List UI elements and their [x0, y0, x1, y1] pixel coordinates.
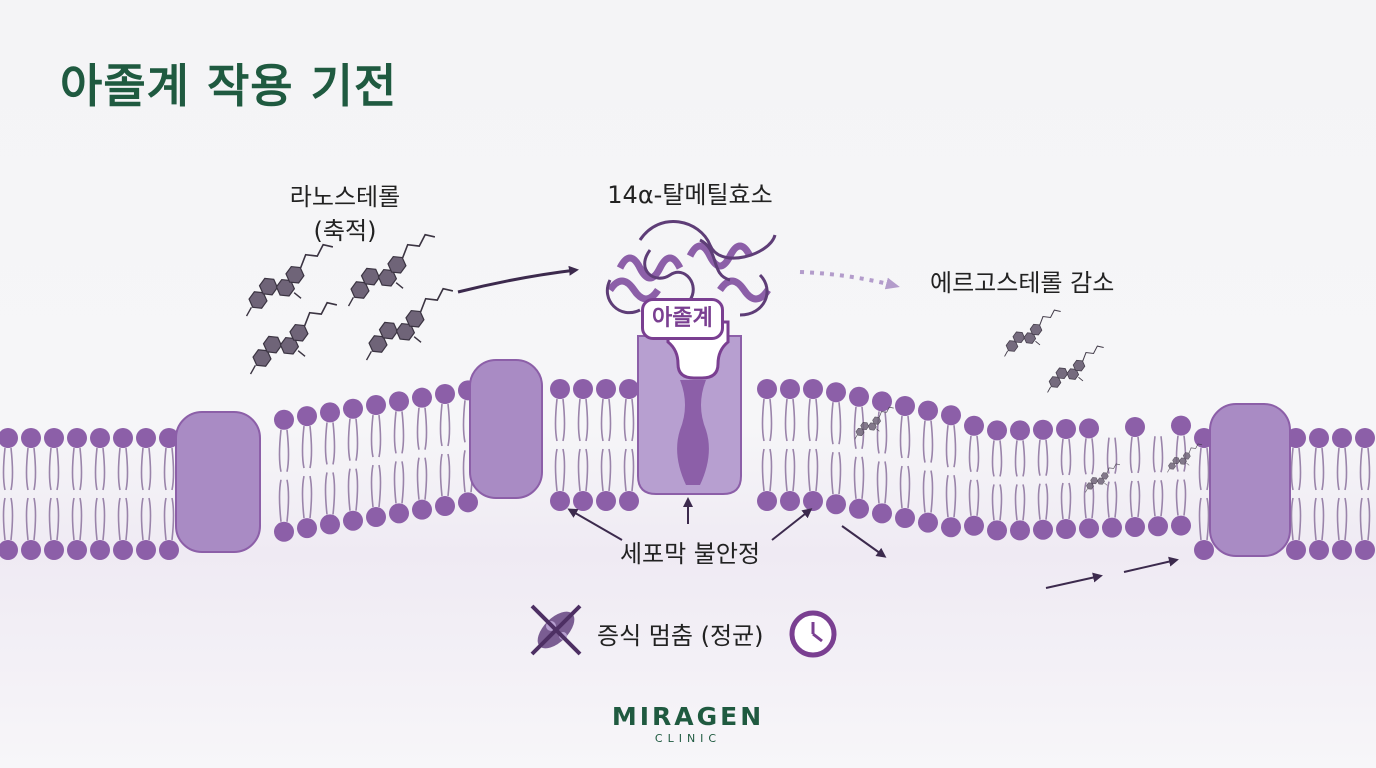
- brand-logo: MIRAGEN CLINIC: [588, 703, 788, 747]
- brand-subtitle: CLINIC: [654, 732, 722, 745]
- phospholipid: [550, 379, 570, 511]
- phospholipid: [918, 400, 938, 533]
- enzyme-structure: [605, 220, 777, 317]
- sterol-molecule: [1085, 463, 1121, 493]
- phospholipid: [1010, 420, 1030, 541]
- azole-drug-label: 아졸계: [641, 298, 724, 340]
- disruption-arrow-3: [1123, 556, 1179, 573]
- phospholipid: [1309, 428, 1329, 560]
- phospholipid: [757, 379, 777, 511]
- phospholipid: [1148, 436, 1168, 537]
- phospholipid: [1125, 416, 1145, 537]
- enzyme-label: 14α-탈메틸효소: [607, 181, 773, 209]
- phospholipid: [412, 387, 432, 520]
- transmembrane-protein: [1209, 403, 1291, 557]
- phospholipid: [21, 428, 41, 560]
- phospholipid: [1079, 418, 1099, 539]
- no-growth-icon: [530, 604, 582, 656]
- sterol-molecule: [854, 406, 894, 440]
- phospholipid: [274, 409, 294, 542]
- phospholipid: [849, 386, 869, 519]
- membrane-arrow-left: [567, 508, 623, 541]
- phospholipid: [780, 379, 800, 511]
- phospholipid: [44, 428, 64, 560]
- phospholipid: [895, 396, 915, 528]
- lanosterol-accumulation-text: (축적): [313, 217, 377, 245]
- phospholipid: [0, 428, 18, 560]
- brand-name: MIRAGEN: [611, 702, 765, 731]
- phospholipid: [573, 379, 593, 511]
- transmembrane-protein: [469, 359, 543, 499]
- phospholipid: [826, 382, 846, 515]
- phospholipid: [366, 395, 386, 528]
- membrane-proteins: [175, 359, 1291, 557]
- phospholipid: [1332, 428, 1352, 560]
- phospholipid: [1171, 415, 1191, 536]
- phospholipid: [435, 384, 455, 516]
- phospholipid: [1033, 419, 1053, 540]
- phospholipid: [1355, 428, 1375, 560]
- sterol-molecule: [245, 243, 334, 317]
- clock-icon: [789, 610, 837, 658]
- sterol-molecule: [1167, 443, 1203, 473]
- membrane-instability-label: 세포막 불안정: [619, 540, 761, 568]
- phospholipid: [159, 428, 179, 560]
- sterol-molecule: [365, 287, 454, 361]
- phospholipid: [987, 420, 1007, 541]
- sterol-molecule: [1047, 345, 1104, 393]
- flow-arrow-lanosterol: [457, 265, 579, 294]
- cell-membrane: [0, 379, 1375, 560]
- phospholipid: [1056, 419, 1076, 540]
- phospholipid: [67, 428, 87, 560]
- phospholipid: [1102, 437, 1122, 538]
- sterol-molecules: [245, 233, 1203, 493]
- phospholipid: [619, 379, 639, 511]
- phospholipid: [596, 379, 616, 511]
- transmembrane-protein: [175, 411, 261, 553]
- phospholipid: [136, 428, 156, 560]
- page-title: 아졸계 작용 기전: [60, 59, 398, 113]
- phospholipid: [872, 391, 892, 524]
- sterol-molecule: [1004, 309, 1061, 357]
- lanosterol-label: 라노스테롤 (축적): [270, 180, 420, 248]
- sterol-molecule: [249, 301, 338, 375]
- phospholipid: [941, 405, 961, 538]
- phospholipid: [389, 391, 409, 524]
- phospholipid: [803, 379, 823, 511]
- ergosterol-decrease-label: 에르고스테롤 감소: [930, 269, 1115, 297]
- phospholipid: [297, 406, 317, 539]
- sterol-molecule: [347, 233, 436, 307]
- phospholipid: [343, 398, 363, 531]
- membrane-arrow-right: [771, 508, 813, 541]
- lanosterol-text: 라노스테롤: [289, 183, 401, 211]
- phospholipid: [113, 428, 133, 560]
- flow-arrow-ergosterol: [799, 270, 900, 290]
- phospholipid: [320, 402, 340, 535]
- disruption-arrow-1: [841, 525, 887, 558]
- phospholipid: [964, 415, 984, 536]
- fungistatic-label: 증식 멈춤 (정균): [597, 622, 764, 650]
- phospholipid: [90, 428, 110, 560]
- disruption-arrow-2: [1045, 572, 1103, 589]
